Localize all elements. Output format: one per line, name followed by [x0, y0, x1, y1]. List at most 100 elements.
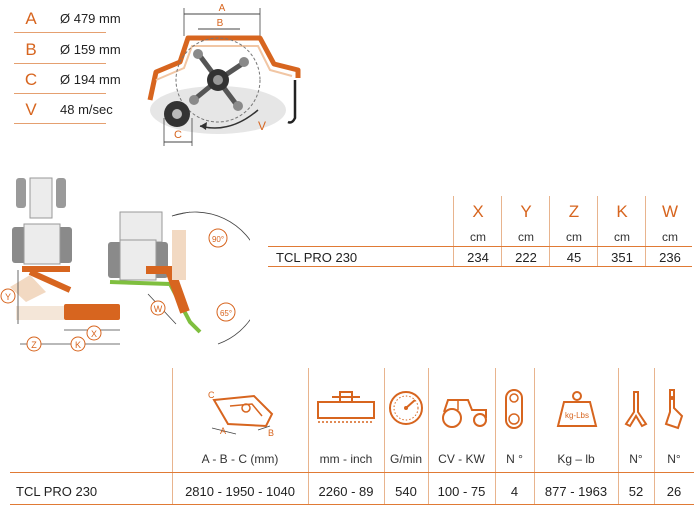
dimension-w-badge [150, 300, 166, 316]
mower-dimensions-icon: C A B [208, 390, 274, 438]
legend-letter-c: C [24, 70, 38, 89]
table-rule [268, 246, 692, 247]
rotor-diagram: A B C V [147, 3, 301, 146]
legend-divider [14, 93, 106, 94]
column-separator [534, 368, 535, 505]
unit-x: cm [470, 230, 486, 244]
unit-knives: N° [667, 452, 681, 466]
column-separator [428, 368, 429, 505]
unit-belts: N ° [506, 452, 523, 466]
value-y: 222 [515, 250, 537, 265]
flail-tips [189, 49, 249, 111]
dimension-b-label: B [217, 18, 224, 29]
rotor-housing-inner [155, 45, 293, 81]
mower-raised-ghost [172, 230, 186, 280]
rotation-arrowhead [200, 122, 207, 130]
pto-speed-gauge-icon [389, 391, 423, 425]
column-separator [597, 196, 598, 266]
legend-value-v: 48 m/sec [60, 102, 113, 117]
rotor-path-circle [175, 37, 261, 123]
dimension-c-label: C [174, 129, 182, 141]
mower-boom [28, 269, 72, 293]
dimension-x-label: X [91, 329, 97, 339]
weight-icon-text: kg-Lbs [565, 411, 589, 420]
header-x: X [472, 202, 484, 221]
dimension-w-label: W [154, 304, 163, 314]
legend-divider [14, 32, 106, 33]
rotor-hub-center [213, 75, 223, 85]
icon-letter-c: C [208, 390, 215, 400]
working-width-icon [317, 391, 375, 423]
angle-ref-line [171, 211, 191, 217]
mower-ghost [10, 275, 46, 302]
header-y: Y [520, 202, 532, 221]
tractor-diagram: Y X Z K 90° 65° W [0, 177, 250, 352]
tractor-rear-view-left [12, 177, 72, 265]
rotor-flap [287, 80, 297, 124]
value-k: 351 [611, 250, 633, 265]
unit-power: CV - KW [438, 452, 485, 466]
value-pto-speed: 540 [395, 484, 417, 499]
unit-k: cm [614, 230, 630, 244]
value-z: 45 [566, 250, 582, 265]
unit-z: cm [566, 230, 582, 244]
legend-value-a: Ø 479 mm [60, 11, 121, 26]
legend-value-c: Ø 194 mm [60, 72, 121, 87]
angle-65-badge [216, 302, 236, 322]
weight-icon: kg-Lbs [556, 391, 598, 427]
dimension-y-label: Y [5, 292, 11, 302]
dimension-k-label: K [75, 340, 81, 350]
dimension-a-label: A [219, 3, 226, 14]
unit-y: cm [518, 230, 534, 244]
dimension-y-badge [0, 288, 16, 304]
angle-arc [171, 211, 250, 345]
roller-center [172, 109, 182, 119]
mower-head [64, 304, 120, 320]
mower-head-ghost [16, 306, 64, 320]
header-k: K [616, 202, 628, 221]
value-working-width: 2260 - 89 [318, 484, 374, 499]
table-rule [10, 472, 694, 473]
rotor-housing [147, 35, 301, 101]
angle-90-label: 90° [212, 235, 224, 244]
header-z: Z [568, 202, 580, 221]
column-separator [172, 368, 173, 505]
unit-hammers: N° [629, 452, 643, 466]
speed-v-label: V [258, 119, 266, 133]
unit-dimensions: A - B - C (mm) [201, 452, 279, 466]
row-label-model: TCL PRO 230 [276, 250, 358, 265]
legend-value-b: Ø 159 mm [60, 42, 121, 57]
column-separator [453, 196, 454, 266]
column-separator [501, 196, 502, 266]
legend-letter-v: V [25, 100, 37, 119]
belts-icon [505, 389, 523, 429]
table-rule [10, 504, 694, 505]
value-w: 236 [659, 250, 681, 265]
value-knives: 26 [666, 484, 682, 499]
flail-knife-icon [664, 389, 684, 430]
unit-working-width: mm - inch [319, 452, 373, 466]
spec-row-label-model: TCL PRO 230 [16, 484, 98, 499]
value-dimensions: 2810 - 1950 - 1040 [185, 484, 295, 499]
legend-letter-a: A [25, 9, 37, 28]
header-w: W [661, 202, 679, 221]
legend-divider [14, 63, 106, 64]
column-separator [495, 368, 496, 505]
dimension-k-badge [70, 336, 86, 352]
column-separator [618, 368, 619, 505]
column-separator [549, 196, 550, 266]
flail-hammer-icon [624, 391, 648, 428]
column-separator [654, 368, 655, 505]
tractor-power-icon [442, 399, 487, 428]
unit-pto-speed: G/min [389, 452, 422, 466]
dimension-z-badge [26, 336, 42, 352]
angle-90-badge [208, 228, 228, 248]
column-separator [384, 368, 385, 505]
column-separator [645, 196, 646, 266]
value-hammers: 52 [628, 484, 644, 499]
value-weight: 877 - 1963 [544, 484, 608, 499]
angle-65-label: 65° [220, 309, 232, 318]
mower-arm-right [146, 266, 172, 274]
table-rule [268, 266, 692, 267]
legend-divider [14, 123, 106, 124]
